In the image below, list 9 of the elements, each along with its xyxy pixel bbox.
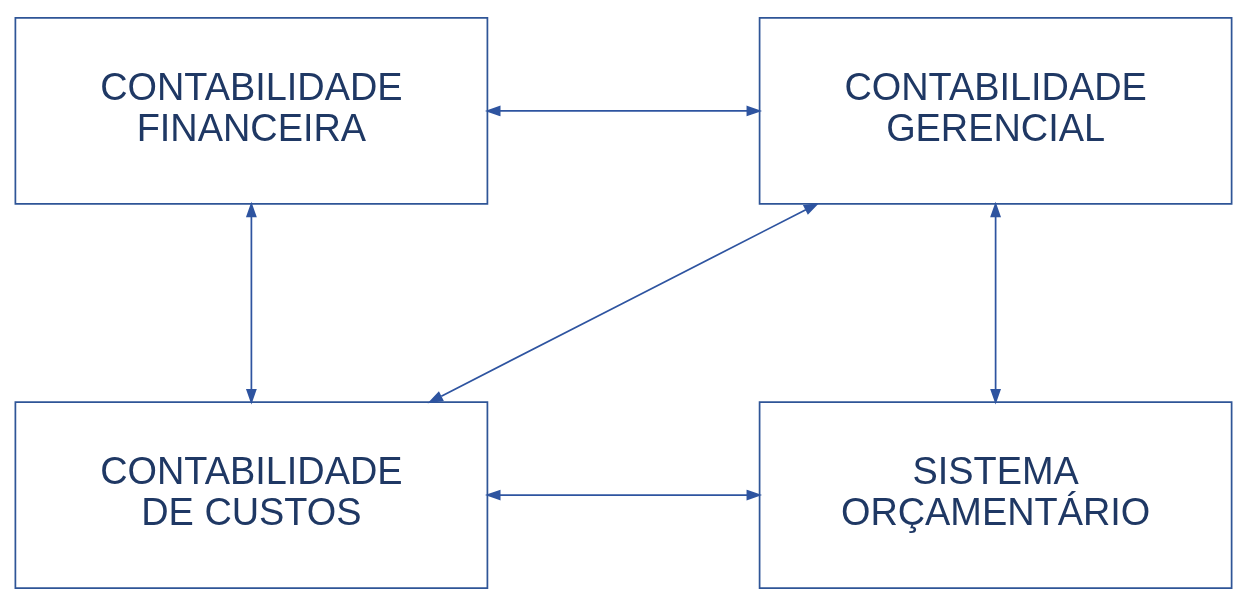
node-box: SISTEMA ORÇAMENTÁRIO <box>758 401 1233 589</box>
node-box: CONTABILIDADE FINANCEIRA <box>14 17 489 205</box>
node-box: CONTABILIDADE DE CUSTOS <box>14 401 489 589</box>
arrow <box>990 201 1002 405</box>
node-box: CONTABILIDADE GERENCIAL <box>758 17 1233 205</box>
arrow <box>427 202 820 404</box>
arrow <box>245 201 257 405</box>
arrow <box>485 489 763 501</box>
arrow <box>485 105 763 117</box>
